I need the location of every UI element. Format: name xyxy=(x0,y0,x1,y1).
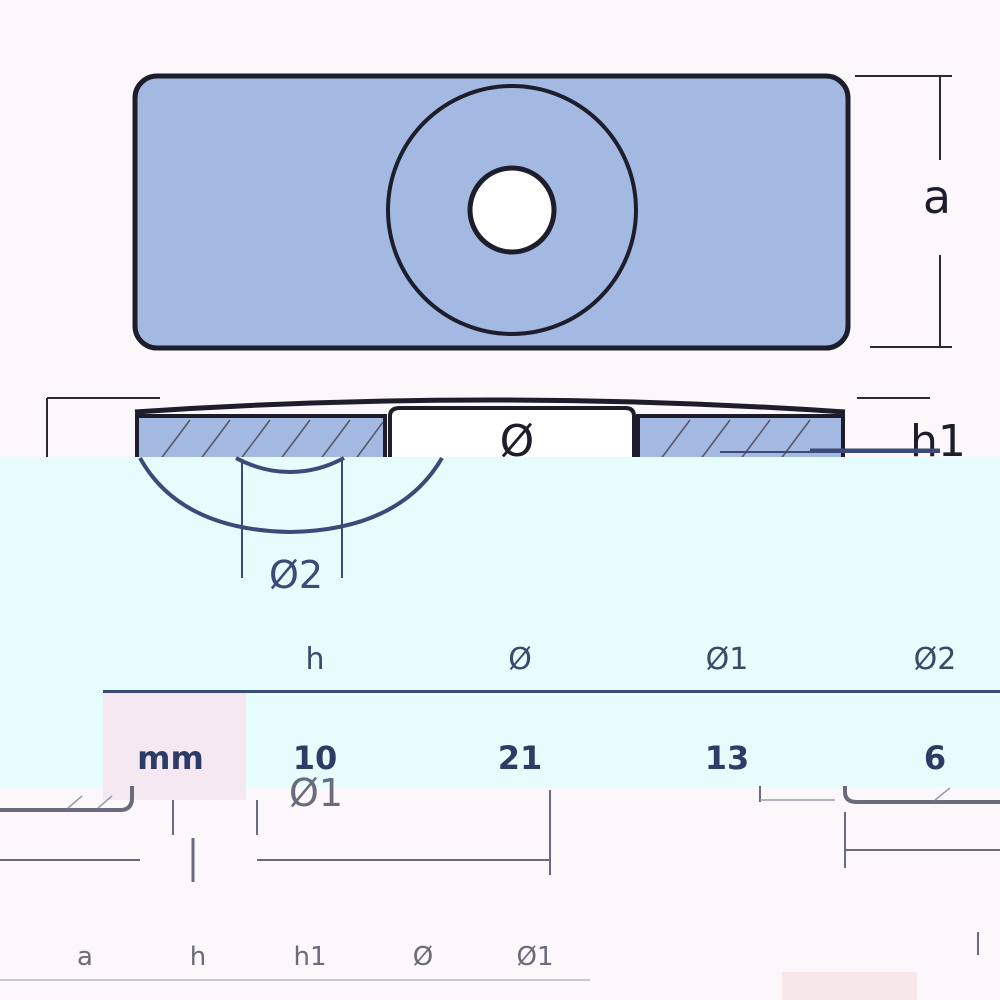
dim-d2-label: Ø2 xyxy=(269,553,323,597)
bottom-right-swatch xyxy=(782,972,917,1000)
value-diameter2: 6 xyxy=(923,739,947,777)
dim-d1-label-partial: Ø1 xyxy=(289,771,343,815)
countersink-arc-outer xyxy=(138,456,444,535)
countersink-arc-inner xyxy=(235,456,345,475)
bottom-header-h: h xyxy=(189,942,207,972)
side-bore xyxy=(388,406,636,462)
hatching xyxy=(159,419,811,461)
lower-right-plate-edge xyxy=(843,786,1000,804)
header-diameter1: Ø1 xyxy=(705,642,749,677)
bottom-header-diameter: Ø xyxy=(412,942,434,972)
bottom-header-h1: h1 xyxy=(293,942,327,972)
header-rule xyxy=(103,690,1000,693)
center-hole xyxy=(467,165,557,255)
countersink-ring xyxy=(386,84,638,336)
unit-cell-bg xyxy=(103,693,246,800)
value-diameter1: 13 xyxy=(704,739,750,777)
header-diameter2: Ø2 xyxy=(913,642,957,677)
bottom-header-a: a xyxy=(77,942,93,972)
header-h: h xyxy=(305,642,325,677)
header-diameter: Ø xyxy=(508,642,532,677)
lower-left-plate-edge xyxy=(0,786,134,812)
bottom-header-diameter1: Ø1 xyxy=(516,942,554,972)
value-h: 10 xyxy=(292,739,338,777)
value-diameter: 21 xyxy=(497,739,543,777)
dim-a-label: a xyxy=(923,170,951,224)
unit-label: mm xyxy=(137,739,204,777)
side-top-curve xyxy=(134,397,846,415)
